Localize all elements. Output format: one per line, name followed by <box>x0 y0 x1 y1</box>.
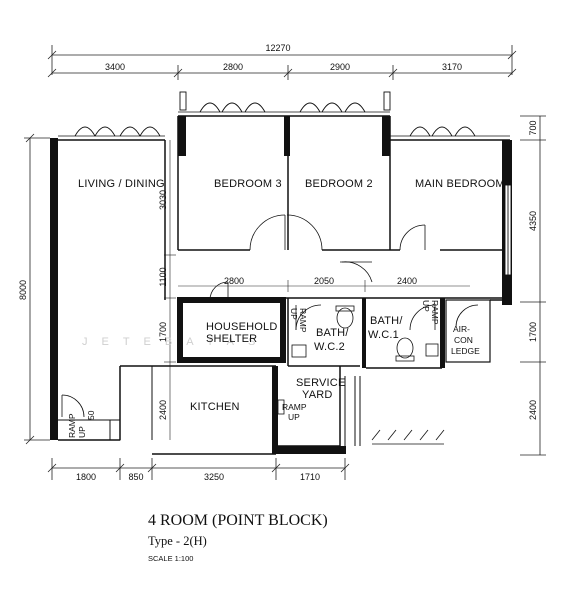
plan-scale: SCALE 1:100 <box>148 554 194 563</box>
label-service: SERVICE <box>296 377 346 389</box>
label-ramp-bath2: RAMP <box>298 308 308 333</box>
dim-inner-h-2: 2050 <box>314 276 334 286</box>
dim-bottom-2: 850 <box>128 472 143 482</box>
dim-top-4: 3170 <box>442 62 462 72</box>
label-up-service: UP <box>288 412 300 422</box>
label-shelter: SHELTER <box>206 333 257 345</box>
basin-bath2 <box>291 344 307 358</box>
dim-right-1: 700 <box>528 120 538 135</box>
dim-overall: 12270 <box>265 43 290 53</box>
dim-right-3: 1700 <box>528 322 538 342</box>
label-bath-1-a: BATH/ <box>370 315 403 327</box>
label-aircon-c: LEDGE <box>451 346 480 356</box>
label-bath-2-b: W.C.2 <box>314 341 345 353</box>
label-ramp-entrance: RAMP <box>67 413 77 438</box>
walls <box>50 111 512 455</box>
dimension-labels: 12270 3400 2800 2900 3170 700 4350 1700 … <box>18 43 538 482</box>
dim-bottom-1: 1800 <box>76 472 96 482</box>
label-bedroom-2: BEDROOM 2 <box>305 178 373 190</box>
label-main-bedroom: MAIN BEDROOM <box>415 178 505 190</box>
label-aircon-b: CON <box>454 335 473 345</box>
fixtures <box>277 305 439 415</box>
label-living-dining: LIVING / DINING <box>78 178 165 190</box>
label-up-entrance: UP <box>77 426 87 438</box>
dim-right-2: 4350 <box>528 211 538 231</box>
dim-top-1: 3400 <box>105 62 125 72</box>
label-bath-2-a: BATH/ <box>316 327 349 339</box>
dim-inner-v-3: 1700 <box>158 322 168 342</box>
doors <box>61 214 479 445</box>
label-bedroom-3: BEDROOM 3 <box>214 178 282 190</box>
dim-bottom-3: 3250 <box>204 472 224 482</box>
plan-type: Type - 2(H) <box>148 534 207 548</box>
plan-title: 4 ROOM (POINT BLOCK) <box>148 512 328 529</box>
dim-bottom-4: 1710 <box>300 472 320 482</box>
dim-inner-v-4: 2400 <box>158 400 168 420</box>
label-kitchen: KITCHEN <box>190 401 240 413</box>
label-household: HOUSEHOLD <box>206 321 277 333</box>
dim-inner-h-1: 2800 <box>224 276 244 286</box>
dim-top-3: 2900 <box>330 62 350 72</box>
dim-inner-v-2: 1100 <box>158 267 168 286</box>
label-yard: YARD <box>302 389 333 401</box>
windows <box>74 91 512 276</box>
label-aircon-a: AIR- <box>453 324 470 334</box>
toilet-bath2 <box>336 307 354 329</box>
dim-top-2: 2800 <box>223 62 243 72</box>
dim-left: 8000 <box>18 280 28 300</box>
watermark: JETEBATAS <box>82 336 269 348</box>
basin-bath1 <box>425 343 439 357</box>
label-ramp-service: RAMP <box>282 402 307 412</box>
label-bath-1-b: W.C.1 <box>368 329 399 341</box>
dim-inner-h-3: 2400 <box>397 276 417 286</box>
label-up-bath2: UP <box>289 308 299 320</box>
dimension-lines <box>24 45 546 480</box>
dim-inner-v-1: 3030 <box>158 190 168 210</box>
floor-plan: JETEBATAS 12270 3400 2800 2900 3170 700 … <box>18 43 546 482</box>
dim-right-4: 2400 <box>528 400 538 420</box>
label-up-bath1: UP <box>421 300 431 312</box>
label-fifty-entrance: 50 <box>86 410 96 420</box>
title-block: 4 ROOM (POINT BLOCK) Type - 2(H) SCALE 1… <box>148 512 328 563</box>
room-labels: LIVING / DINING BEDROOM 3 BEDROOM 2 MAIN… <box>67 178 505 438</box>
toilet-bath1 <box>396 337 414 359</box>
label-ramp-bath1: RAMP <box>430 300 440 325</box>
